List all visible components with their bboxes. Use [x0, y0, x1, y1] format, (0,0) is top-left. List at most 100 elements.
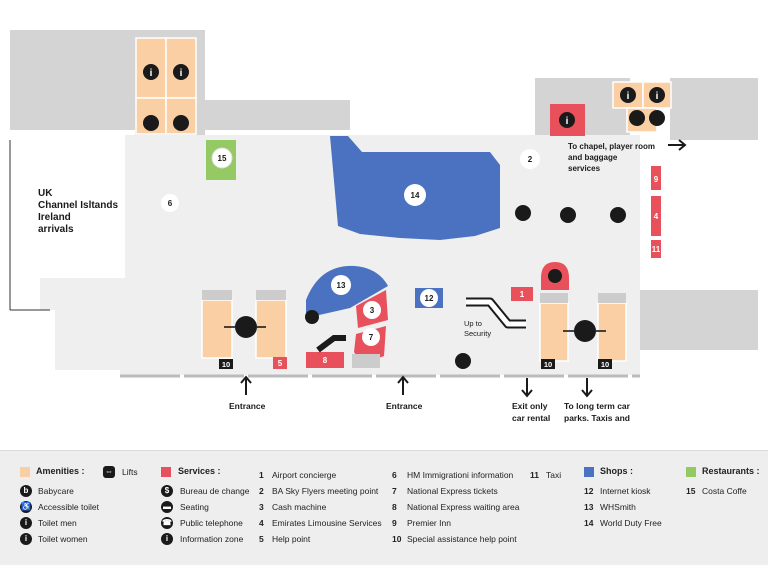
toilet-men-icon	[143, 64, 159, 80]
direction-arrows	[240, 139, 687, 398]
entrance-left-label: Entrance	[229, 401, 266, 411]
marker-3: 3	[370, 306, 375, 315]
information-icon	[559, 112, 575, 128]
service-item: Taxi	[546, 470, 562, 480]
amenity-item: Accessible toilet	[38, 502, 99, 512]
lifts-icon	[235, 316, 257, 338]
service-item: HM Immigrationi information	[407, 470, 514, 480]
accessible-toilet-icon: ♿	[20, 501, 32, 513]
restaurants-swatch	[686, 467, 696, 477]
accessible-toilet-icon	[649, 110, 665, 126]
service-item: Emirates Limousine Services	[272, 518, 382, 528]
service-num: 1	[259, 470, 264, 480]
service-item: Special assistance help point	[407, 534, 517, 544]
service-num: 9	[392, 518, 397, 528]
service-item: Premier Inn	[407, 518, 451, 528]
accessible-toilet-icon	[173, 115, 189, 131]
help-point-block[interactable]	[273, 357, 287, 369]
service-num: 2	[259, 486, 264, 496]
national-express-waiting-block[interactable]	[306, 352, 344, 368]
toilet-men-icon	[620, 87, 636, 103]
marker-9: 9	[654, 175, 659, 184]
accessible-toilet-icon	[515, 205, 531, 221]
entrance-center-label: Entrance	[386, 401, 423, 411]
svg-text:i: i	[656, 91, 659, 102]
marker-13: 13	[337, 281, 346, 290]
chapel-label-1: To chapel, player room	[568, 142, 655, 151]
shop-num: 14	[584, 518, 594, 528]
service-icon-item: Seating	[180, 502, 209, 512]
service-item: Airport concierge	[272, 470, 337, 480]
airport-concierge[interactable]	[511, 287, 533, 301]
marker-7: 7	[369, 333, 374, 342]
marker-10: 10	[222, 360, 230, 369]
marker-12: 12	[425, 294, 434, 303]
public-telephone-icon	[610, 207, 626, 223]
service-num: 11	[530, 470, 539, 480]
premier-inn-block[interactable]	[651, 166, 661, 190]
amenities-title: Amenities :	[36, 466, 85, 476]
svg-text:i: i	[150, 68, 153, 79]
service-item: National Express tickets	[407, 486, 498, 496]
lifts-label: Lifts	[122, 467, 138, 477]
service-item: Cash machine	[272, 502, 327, 512]
marker-6: 6	[168, 199, 173, 208]
toilet-men-icon: i	[20, 517, 32, 529]
amenity-item: Toilet women	[38, 534, 88, 544]
grey-blocks	[202, 290, 626, 303]
restaurant-num: 15	[686, 486, 696, 496]
bureau-de-change-icon: $	[161, 485, 173, 497]
service-item: Help point	[272, 534, 311, 544]
bureau-de-change-icon	[548, 269, 562, 283]
service-icon-item: Bureau de change	[180, 486, 250, 496]
number-markers	[161, 147, 540, 346]
services-title: Services :	[178, 466, 221, 476]
marker-2: 2	[528, 155, 533, 164]
shop-item: World Duty Free	[600, 518, 662, 528]
marker-10: 10	[601, 360, 609, 369]
shop-num: 13	[584, 502, 594, 512]
emirates-limousine-block[interactable]	[651, 196, 661, 236]
restaurant-item: Costa Coffe	[702, 486, 747, 496]
service-num: 10	[392, 534, 402, 544]
babycare-icon	[143, 115, 159, 131]
service-icon-item: Public telephone	[180, 518, 243, 528]
up-security-label-2: Security	[464, 329, 491, 338]
marker-14: 14	[411, 191, 420, 200]
shop-item: Internet kiosk	[600, 486, 651, 496]
marker-8: 8	[323, 356, 328, 365]
amenities-blocks	[135, 37, 672, 362]
toilet-women-icon: i	[20, 533, 32, 545]
marker-15: 15	[218, 154, 227, 163]
arrivals-label-1: UK	[38, 188, 53, 199]
svg-text:i: i	[627, 91, 630, 102]
service-num: 4	[259, 518, 264, 528]
babycare-icon: b	[20, 485, 32, 497]
public-telephone-icon: ☎	[161, 517, 173, 529]
marker-11: 11	[652, 245, 661, 254]
escalator-left-icon	[316, 335, 346, 353]
service-num: 5	[259, 534, 264, 544]
seating-icon: ▬	[161, 501, 173, 513]
shops-title: Shops :	[600, 466, 633, 476]
public-telephone-icon	[560, 207, 576, 223]
service-num: 3	[259, 502, 264, 512]
amenity-item: Toilet men	[38, 518, 77, 528]
restaurants-title: Restaurants :	[702, 466, 760, 476]
service-item: National Express waiting area	[407, 502, 520, 512]
service-icon-item: Information zone	[180, 534, 244, 544]
taxi-block[interactable]	[651, 240, 661, 258]
shop-item: WHSmith	[600, 502, 636, 512]
long-term-label-2: parks. Taxis and	[564, 413, 630, 423]
long-term-label-1: To long term car	[564, 401, 631, 411]
chapel-label-2: and baggage	[568, 153, 618, 162]
lifts-icon	[574, 320, 596, 342]
svg-text:i: i	[566, 116, 569, 127]
babycare-icon	[629, 110, 645, 126]
information-icon: i	[161, 533, 173, 545]
services-swatch	[161, 467, 171, 477]
up-security-label-1: Up to	[464, 319, 482, 328]
marker-1: 1	[520, 290, 525, 299]
seating-icon	[305, 310, 319, 324]
